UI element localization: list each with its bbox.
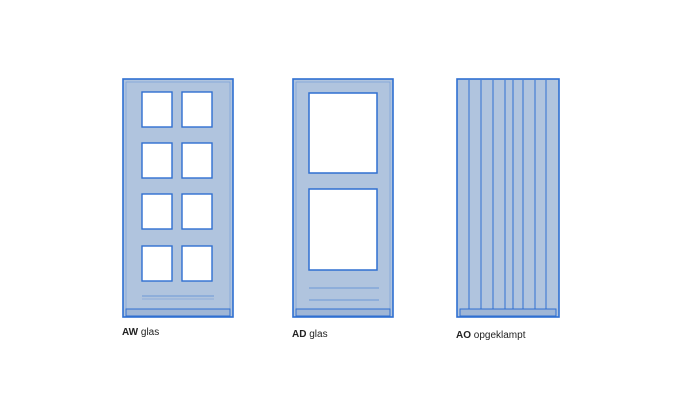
door-ao-kickplate [459,308,557,317]
door-ad-illustration [292,78,394,320]
door-ao-illustration [456,78,560,320]
door-aw-illustration [122,78,234,320]
door-ad-kickplate [295,308,391,317]
door-ad-code: AD [292,329,307,340]
door-aw-pane [181,245,213,282]
door-ao-caption: AO opgeklampt [456,330,525,342]
door-aw-pane [141,245,173,282]
door-aw-pane [181,142,213,179]
door-aw-pane [181,91,213,128]
door-aw-pane [141,142,173,179]
door-ad-label: glas [309,329,328,340]
door-ao-code: AO [456,330,471,341]
door-ao-label: opgeklampt [473,330,526,341]
door-ad-upper-pane [308,92,378,174]
door-ao-frame [456,78,560,318]
door-aw-pane [141,91,173,128]
door-aw-caption: AW glas [122,327,159,339]
door-ad-caption: AD glas [292,329,328,341]
door-ad-lower-pane [308,188,378,271]
door-aw-code: AW [122,327,139,338]
door-aw-label: glas [140,327,160,338]
door-aw-kickplate [125,308,231,317]
door-aw-pane [181,193,213,230]
door-aw-frame [122,78,234,318]
door-aw-pane [141,193,173,230]
